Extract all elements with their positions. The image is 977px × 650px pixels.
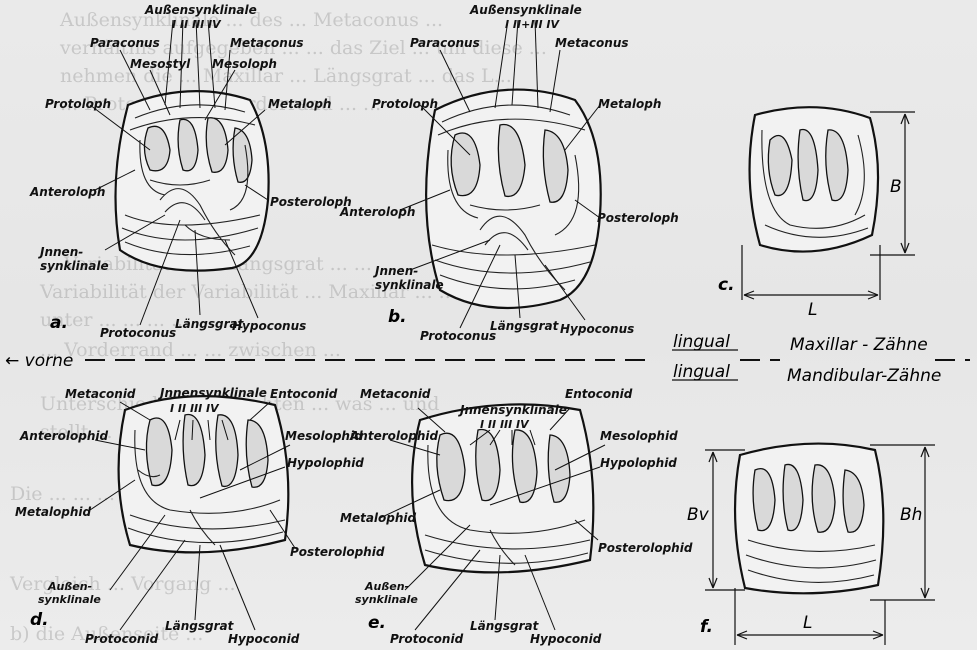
label-mesoloph: Mesoloph xyxy=(212,57,277,71)
label-hypoconus: Hypoconus xyxy=(560,322,634,336)
label-metaloph: Metaloph xyxy=(268,97,331,111)
dimension-label-l: L xyxy=(808,300,817,320)
label-innensynklinale: Jnnensynklinale xyxy=(158,386,267,400)
label-anteroloph: Anteroloph xyxy=(29,185,105,199)
figure-label-c: c. xyxy=(718,275,735,295)
dimension-label-bv: Bv xyxy=(687,505,710,525)
label-protoconus: Protoconus xyxy=(100,326,176,340)
label-mesostyl: Mesostyl xyxy=(130,57,191,71)
label-innensynklinale: Jnnensynklinale xyxy=(458,403,567,417)
label-aussen-2: synklinale xyxy=(38,593,101,606)
label-posterolophid: Posterolophid xyxy=(598,541,693,555)
label-lingual-top: lingual xyxy=(673,332,730,352)
figure-label-a: a. xyxy=(50,313,68,333)
tooth-c xyxy=(750,107,878,251)
label-posteroloph: Posteroloph xyxy=(597,211,679,225)
label-protoloph: Protoloph xyxy=(45,97,111,111)
label-lingual-bottom: lingual xyxy=(673,362,730,382)
label-protoloph: Protoloph xyxy=(372,97,438,111)
label-aussen-1: Außen- xyxy=(364,580,409,593)
label-innen-2: synklinale xyxy=(375,278,444,292)
label-paraconus: Paraconus xyxy=(90,36,160,50)
label-roman-numerals: I II III IV xyxy=(172,18,222,31)
label-metaconid: Metaconid xyxy=(360,387,431,401)
label-roman-numerals: I II+III IV xyxy=(505,18,561,31)
tooth-a xyxy=(116,91,269,271)
label-protoconus: Protoconus xyxy=(420,329,496,343)
label-innen-2: synklinale xyxy=(40,259,109,273)
figure-label-b: b. xyxy=(388,307,407,327)
figure-label-e: e. xyxy=(368,613,386,633)
label-metalophid: Metalophid xyxy=(15,505,92,519)
label-mesolophid: Mesolophid xyxy=(600,429,678,443)
figure-label-d: d. xyxy=(30,610,49,630)
label-hypolophid: Hypolophid xyxy=(600,456,677,470)
label-hypoconus: Hypoconus xyxy=(232,319,306,333)
dimension-label-l: L xyxy=(803,613,812,633)
label-paraconus: Paraconus xyxy=(410,36,480,50)
label-metaconus: Metaconus xyxy=(230,36,304,50)
label-aussensynklinale: Außensynklinale xyxy=(144,3,257,17)
label-laengsgrat: Längsgrat xyxy=(470,619,540,633)
label-laengsgrat: Längsgrat xyxy=(490,319,560,333)
label-maxillar-zaehne: Maxillar - Zähne xyxy=(790,335,928,355)
label-metaconus: Metaconus xyxy=(555,36,629,50)
tooth-f xyxy=(735,444,883,594)
label-metaconid: Metaconid xyxy=(65,387,136,401)
label-innen-1: Jnnen- xyxy=(373,264,418,278)
label-aussen-1: Außen- xyxy=(47,580,92,593)
label-hypoconid: Hypoconid xyxy=(530,632,602,646)
label-innen-1: Jnnen- xyxy=(38,245,83,259)
label-vorne: ← vorne xyxy=(5,351,73,371)
label-metalophid: Metalophid xyxy=(340,511,417,525)
dimension-label-b: B xyxy=(890,177,902,197)
figure-label-f: f. xyxy=(700,617,713,637)
label-protoconid: Protoconid xyxy=(85,632,159,646)
label-posterolophid: Posterolophid xyxy=(290,545,385,559)
label-anterolophid: Anterolophid xyxy=(19,429,108,443)
label-anterolophid: Anterolophid xyxy=(349,429,438,443)
label-laengsgrat: Längsgrat xyxy=(165,619,235,633)
label-hypolophid: Hypolophid xyxy=(287,456,364,470)
label-entoconid: Entoconid xyxy=(565,387,633,401)
label-metaloph: Metaloph xyxy=(598,97,661,111)
label-mandibular-zaehne: Mandibular-Zähne xyxy=(787,366,941,386)
label-anteroloph: Anteroloph xyxy=(339,205,415,219)
dimension-label-bh: Bh xyxy=(900,505,922,525)
tooth-d xyxy=(119,396,289,552)
label-entoconid: Entoconid xyxy=(270,387,338,401)
label-hypoconid: Hypoconid xyxy=(228,632,300,646)
label-roman-numerals: I II III IV xyxy=(480,418,530,431)
label-aussen-2: synklinale xyxy=(355,593,418,606)
label-aussensynklinale: Außensynklinale xyxy=(469,3,582,17)
label-roman-numerals: I II III IV xyxy=(170,402,220,415)
tooth-b xyxy=(426,90,601,308)
label-protoconid: Protoconid xyxy=(390,632,464,646)
